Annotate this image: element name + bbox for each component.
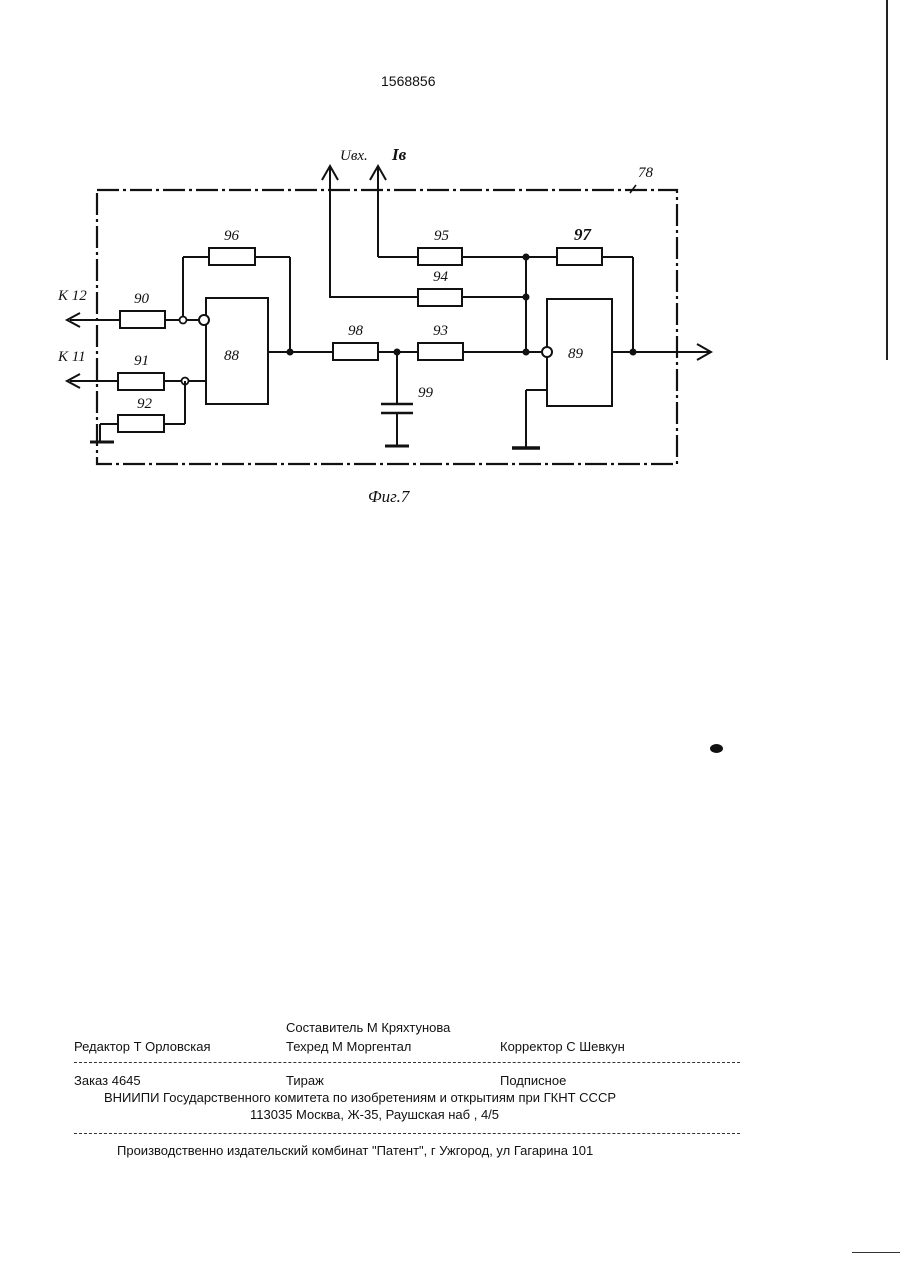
editor-credit: Редактор Т Орловская [74,1039,211,1054]
junction-dot [630,349,637,356]
label-97: 97 [574,225,593,244]
order-number: Заказ 4645 [74,1073,141,1088]
circuit-diagram: 78 Uвх. Iв 95 94 97 88 96 К 12 90 К 11 9… [0,0,900,520]
inverting-input-icon [199,315,209,325]
resistor-90 [120,311,165,328]
label-92: 92 [137,396,153,412]
label-88: 88 [224,348,240,364]
resistor-97 [557,248,602,265]
scan-edge-line [886,0,888,360]
label-93: 93 [433,323,448,339]
label-95: 95 [434,228,450,244]
label-91: 91 [134,353,149,369]
port-k11-label: К 11 [57,349,86,365]
label-96: 96 [224,228,240,244]
label-89: 89 [568,346,584,362]
junction-dot [287,349,294,356]
techred-credit: Техред М Моргентал [286,1039,411,1054]
junction-dot [180,317,187,324]
resistor-95 [418,248,462,265]
inverting-input-icon [542,347,552,357]
block-label: 78 [638,165,654,181]
label-90: 90 [134,291,150,307]
label-99: 99 [418,385,434,401]
iv-label: Iв [391,145,407,164]
port-k12-label: К 12 [57,288,87,304]
footer-divider [74,1133,740,1134]
junction-dot [523,294,530,301]
corrector-credit: Корректор С Шевкун [500,1039,625,1054]
resistor-98 [333,343,378,360]
address-line: 113035 Москва, Ж-35, Раушская наб , 4/5 [250,1107,499,1122]
junction-dot [523,254,530,261]
subscription-label: Подписное [500,1073,566,1088]
footer-divider [74,1062,740,1063]
scan-edge-line [852,1252,900,1253]
resistor-91 [118,373,164,390]
scan-speck [710,744,723,753]
publisher-line: Производственно издательский комбинат "П… [117,1143,593,1158]
circulation-label: Тираж [286,1073,324,1088]
institute-line: ВНИИПИ Государственного комитета по изоб… [104,1090,616,1105]
uvx-label: Uвх. [340,148,368,164]
resistor-92 [118,415,164,432]
figure-caption: Фиг.7 [368,487,411,506]
resistor-94 [418,289,462,306]
junction-dot [523,349,530,356]
resistor-96 [209,248,255,265]
resistor-93 [418,343,463,360]
label-98: 98 [348,323,364,339]
label-94: 94 [433,269,449,285]
compiler-credit: Составитель М Кряхтунова [286,1020,450,1035]
